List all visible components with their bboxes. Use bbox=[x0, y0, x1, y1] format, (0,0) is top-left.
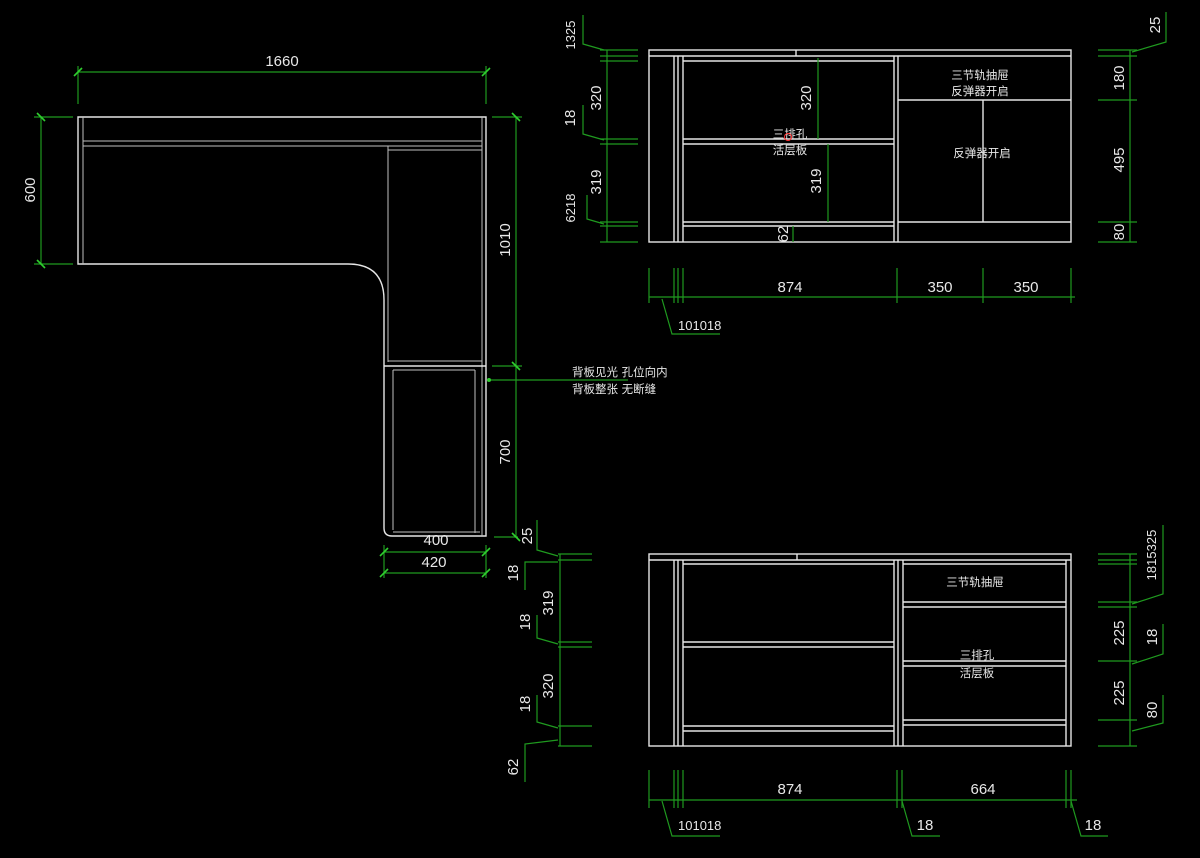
note-line-2: 背板整张 无断缝 bbox=[572, 382, 657, 396]
dim-tick bbox=[481, 67, 491, 77]
dim-leader bbox=[1131, 12, 1167, 53]
dim-bottom-874: 874 bbox=[777, 279, 802, 296]
dim-tick bbox=[73, 67, 83, 77]
dim-1660: 1660 bbox=[265, 53, 298, 70]
dim-bottom-stack: 101018 bbox=[678, 318, 721, 333]
dim-leader bbox=[582, 105, 605, 141]
dim-inner-62: 62 bbox=[775, 226, 792, 243]
dim-leader bbox=[1131, 525, 1164, 605]
dim-bottom-18b: 18 bbox=[1085, 817, 1102, 834]
dim-left-18a: 18 bbox=[505, 565, 522, 582]
dim-bottom-874: 874 bbox=[777, 781, 802, 798]
dim-700: 700 bbox=[497, 439, 514, 464]
plan-view: 1660 600 1010 700 25 背板见光 孔位向内 背板整张 无断缝 bbox=[22, 53, 668, 578]
dim-left-62: 62 bbox=[505, 759, 522, 776]
dim-right-225a: 225 bbox=[1111, 620, 1128, 645]
dim-tick bbox=[511, 361, 521, 371]
dim-leader bbox=[524, 739, 559, 782]
dim-right-225b: 225 bbox=[1111, 680, 1128, 705]
dim-tick bbox=[481, 547, 491, 557]
dim-leader bbox=[524, 561, 558, 590]
cabinet-outline bbox=[648, 553, 1072, 747]
dim-420: 420 bbox=[421, 554, 446, 571]
dim-right-80: 80 bbox=[1144, 702, 1161, 719]
dim-bottom-350a: 350 bbox=[927, 279, 952, 296]
dim-bottom-350b: 350 bbox=[1013, 279, 1038, 296]
dim-25: 25 bbox=[519, 528, 536, 545]
elevation-top: 三节轨抽屉 反弹器开启 反弹器开启 三排孔 活层板 320 319 62 132… bbox=[562, 12, 1167, 335]
dim-right-495: 495 bbox=[1111, 147, 1128, 172]
cabinet-outline bbox=[648, 49, 1072, 243]
dim-tick bbox=[511, 532, 521, 542]
dim-left-320: 320 bbox=[588, 85, 605, 110]
dim-right-25: 25 bbox=[1147, 17, 1164, 34]
dim-tick bbox=[36, 259, 46, 269]
dim-leader bbox=[536, 520, 559, 557]
dim-leader bbox=[536, 695, 559, 729]
dim-leader bbox=[661, 800, 720, 837]
note-line-1: 背板见光 孔位向内 bbox=[572, 365, 668, 379]
plan-outline bbox=[77, 116, 487, 537]
dim-left-18: 18 bbox=[562, 110, 579, 127]
dim-stack-top: 1325 bbox=[563, 21, 578, 50]
dim-tick bbox=[511, 112, 521, 122]
dim-1010: 1010 bbox=[497, 223, 514, 256]
dim-right-180: 180 bbox=[1111, 65, 1128, 90]
dim-leader bbox=[1070, 800, 1108, 837]
dim-right-80: 80 bbox=[1111, 224, 1128, 241]
dim-left-319: 319 bbox=[588, 169, 605, 194]
dim-left-320: 320 bbox=[540, 673, 557, 698]
dim-leader bbox=[901, 800, 940, 837]
elevation-bottom: 三节轨抽屉 三排孔 活层板 18 319 18 320 18 62 bbox=[505, 520, 1164, 837]
dim-bottom-stack: 101018 bbox=[678, 818, 721, 833]
shelf-label-2: 活层板 bbox=[773, 143, 808, 157]
dim-600: 600 bbox=[22, 177, 39, 202]
drawer-label: 三节轨抽屉 bbox=[946, 575, 1004, 589]
note-leader-dot bbox=[487, 378, 491, 382]
dim-tick bbox=[36, 112, 46, 122]
dim-right-18: 18 bbox=[1144, 629, 1161, 646]
dim-left-319: 319 bbox=[540, 590, 557, 615]
dim-bottom-18a: 18 bbox=[917, 817, 934, 834]
dim-inner-319: 319 bbox=[808, 168, 825, 193]
dim-tick bbox=[481, 568, 491, 578]
dim-leader bbox=[586, 195, 605, 225]
drawer-label-2: 反弹器开启 bbox=[951, 84, 1009, 98]
marker-icon bbox=[784, 133, 792, 141]
door-label: 反弹器开启 bbox=[953, 146, 1011, 160]
shelf-label-1: 三排孔 bbox=[960, 648, 995, 662]
dim-leader bbox=[536, 615, 559, 645]
dim-bottom-664: 664 bbox=[970, 781, 995, 798]
dim-leader bbox=[1131, 695, 1164, 732]
dim-tick bbox=[379, 547, 389, 557]
dim-tick bbox=[379, 568, 389, 578]
dim-left-18c: 18 bbox=[517, 696, 534, 713]
dim-stack-bottom: 6218 bbox=[563, 194, 578, 223]
dim-leader bbox=[661, 298, 720, 335]
dim-left-18b: 18 bbox=[517, 614, 534, 631]
dim-right-stack: 1815325 bbox=[1144, 530, 1159, 581]
drawer-label-1: 三节轨抽屉 bbox=[951, 68, 1009, 82]
dim-400: 400 bbox=[423, 532, 448, 549]
dim-leader bbox=[582, 15, 605, 51]
dim-inner-320: 320 bbox=[798, 85, 815, 110]
dim-leader bbox=[1131, 624, 1164, 665]
shelf-label-2: 活层板 bbox=[960, 666, 995, 680]
